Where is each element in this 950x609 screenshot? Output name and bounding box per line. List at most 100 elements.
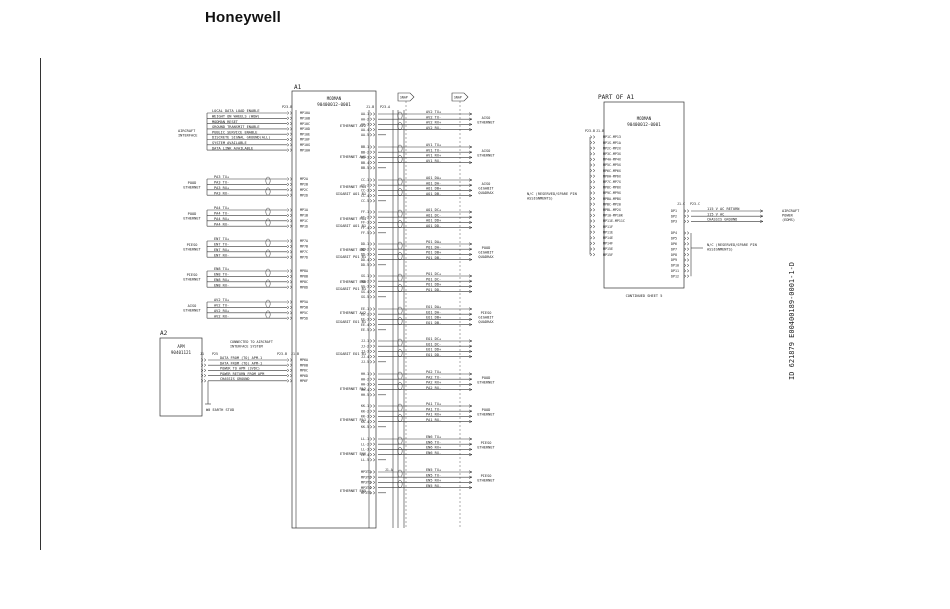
- right-pin-mark: [372, 387, 376, 392]
- right-group-label: PIESO: [481, 474, 492, 478]
- part-a1-spare-pin-mark: [592, 152, 596, 156]
- snap-label: SNAP: [454, 96, 462, 100]
- left-ethernet-signal: EN8 TX-: [214, 273, 229, 277]
- part-a1-spare2-pin-mark: [686, 236, 690, 241]
- right-pin-mark: [372, 425, 376, 429]
- right-pin-id: JJ-3: [361, 350, 369, 354]
- right-pin-id: KK-4: [361, 420, 369, 424]
- aircraft-signal-pin-id: MP10E: [300, 132, 310, 136]
- wire-arrow: [468, 247, 473, 251]
- right-group-label: GIGABIT: [478, 251, 494, 255]
- left-ethernet-pin: [289, 244, 293, 249]
- part-a1-spare2-pin-mark: [683, 242, 687, 246]
- right-pin-id: MP3T3: [361, 481, 371, 485]
- part-a1-spare-pin-id: MP7C-MP7X: [603, 180, 621, 184]
- left-ethernet-signal: EN7 TX+: [214, 237, 230, 241]
- right-twisted-pair: [397, 403, 403, 412]
- left-ethernet-pin-id: MP5C: [300, 311, 308, 315]
- a2-signal-label: POWER TO APM (3VDC): [220, 367, 260, 371]
- left-ethernet-pin: [286, 250, 290, 254]
- left-ethernet-pin: [289, 316, 293, 320]
- part-a1-spare2-note: ASSIGNMENTS): [707, 248, 733, 252]
- left-ethernet-pin: [286, 255, 290, 259]
- right-signal-label: EN5 TX-: [426, 473, 441, 477]
- right-pin-id: GG-5: [361, 295, 369, 299]
- left-ethernet-pin-id: MP2A: [300, 177, 308, 181]
- wire-arrow: [468, 323, 473, 327]
- right-twisted-pair: [397, 252, 403, 260]
- part-a1-name: MODMAN: [637, 116, 652, 121]
- right-pin-id: DD-3: [361, 253, 369, 257]
- snap-marker: [451, 92, 469, 102]
- right-pin-mark: [372, 312, 376, 316]
- right-pin-mark: [372, 339, 376, 343]
- part-a1-spare2-pin-id: DP8: [671, 253, 677, 257]
- right-pin-mark: [369, 284, 373, 289]
- wire-arrow: [468, 178, 473, 182]
- left-group-label: ETHERNET: [183, 309, 201, 313]
- right-pin-mark: [369, 263, 373, 267]
- wire-arrow: [468, 307, 473, 311]
- left-ethernet-signal: PA4 RX-: [214, 222, 229, 226]
- left-ethernet-pin: [289, 193, 293, 197]
- right-signal-label: AO1 DB+: [426, 187, 442, 191]
- left-ethernet-signal: PA4 RX+: [214, 217, 230, 221]
- left-group-label: ETHERNET: [183, 186, 201, 190]
- part-a1-spare-pin-id: MP2C-MP2X: [603, 146, 621, 150]
- part-a1-spare-pin-mark: [589, 168, 593, 173]
- a1-internal-function-label: GIGABIT EO1 B1: [336, 352, 366, 356]
- part-a1-spare-pin-id: MP14E: [603, 236, 613, 240]
- right-pin-mark: [369, 470, 373, 474]
- wire-arrow: [468, 312, 473, 316]
- a1-connector-j1a: J1-A: [385, 468, 393, 472]
- right-pin-mark: [369, 210, 373, 214]
- part-a1-box: [603, 101, 685, 289]
- part-a1-spare2-pin-mark: [683, 236, 687, 241]
- part-a1-title: PART OF A1: [598, 94, 635, 101]
- right-pin-id: FF-4: [361, 226, 369, 230]
- right-pin-mark: [369, 419, 373, 424]
- right-pin-id: FF-5: [361, 231, 369, 235]
- right-pin-mark: [372, 442, 376, 446]
- left-group-label: POOD: [188, 212, 197, 216]
- a2-pin-id: MP6C: [300, 369, 308, 373]
- right-signal-label: PA1 RX+: [426, 413, 442, 417]
- part-a1-power-pin-mark: [686, 214, 690, 218]
- right-pin-mark: [372, 360, 376, 364]
- part-a1-spare-pin-id: MP15E: [603, 247, 613, 251]
- aircraft-interface-label: INTERFACE: [178, 134, 197, 138]
- right-signal-label: PO1 DD+: [426, 283, 442, 287]
- right-pin-id: FF-2: [361, 215, 369, 219]
- left-ethernet-pin: [289, 219, 293, 223]
- part-a1-spare2-pin-mark: [686, 252, 690, 257]
- right-pin-mark: [369, 225, 373, 230]
- right-twisted-pair: [397, 382, 403, 390]
- right-pin-mark: [369, 252, 373, 257]
- wire-arrow: [468, 122, 473, 126]
- part-a1-spare-pin-id: MP3C-MP3X: [603, 152, 621, 156]
- part-a1-spare-note: ASSIGNMENTS): [527, 197, 553, 201]
- part-a1-spare2-pin-mark: [683, 258, 687, 262]
- right-pin-mark: [369, 183, 373, 187]
- right-pin-mark: [372, 215, 376, 219]
- right-pin-mark: [369, 166, 373, 170]
- right-signal-label: PA2 TX-: [426, 375, 441, 379]
- right-signal-label: EN6 TX-: [426, 440, 441, 444]
- right-pin-mark: [369, 312, 373, 316]
- left-ethernet-pin: [286, 208, 290, 212]
- right-pin-id: FF-3: [361, 221, 369, 225]
- left-ethernet-signal: PA3 TX+: [214, 175, 230, 179]
- right-pin-mark: [369, 485, 373, 490]
- right-group-label: AISO: [482, 116, 491, 120]
- part-a1-spare2-note: N/C (RESERVED/SPARE PIN: [707, 243, 757, 247]
- left-ethernet-pin: [289, 305, 293, 310]
- a1-internal-function-label: GIGABIT PO1 B1: [336, 255, 366, 259]
- right-pin-mark: [369, 442, 373, 446]
- wire-arrow: [468, 404, 473, 408]
- right-group-label: POOD: [482, 376, 491, 380]
- right-pin-mark: [372, 242, 376, 246]
- right-signal-label: EO1 DA-: [426, 310, 441, 314]
- right-pin-mark: [372, 485, 376, 490]
- part-a1-spare-pin-mark: [592, 202, 596, 206]
- right-pin-mark: [369, 344, 373, 348]
